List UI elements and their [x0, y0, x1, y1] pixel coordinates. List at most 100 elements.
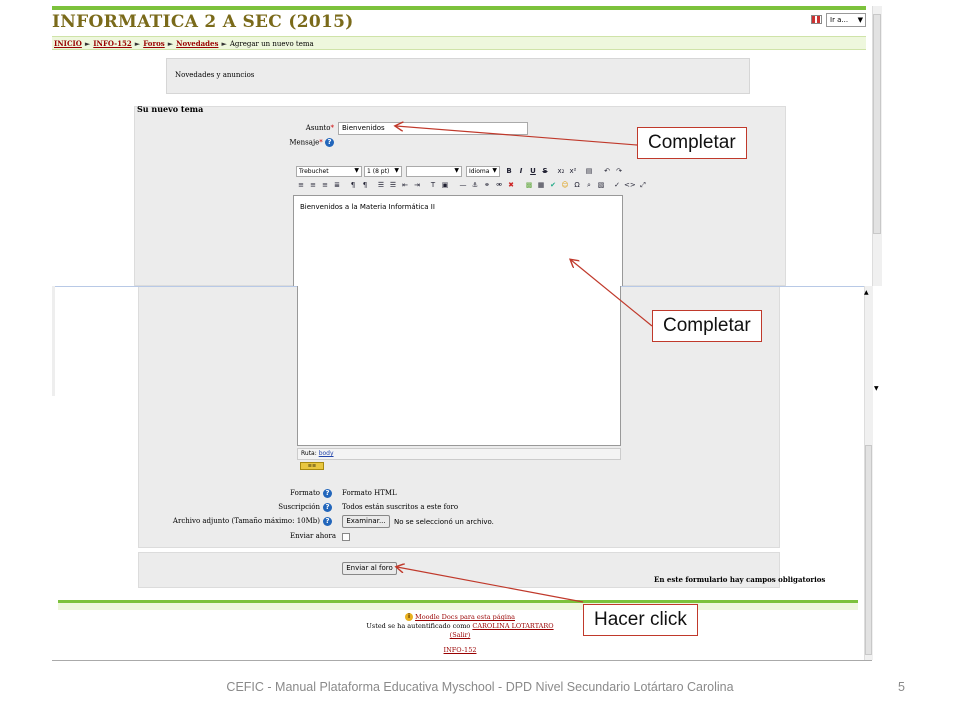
asunto-label-row: Asunto* [270, 124, 334, 132]
nolink-icon[interactable]: ✖ [508, 181, 514, 189]
scrollbar-thumb-lower[interactable] [865, 445, 872, 655]
breadcrumb-current: Agregar un nuevo tema [229, 40, 314, 48]
ruta-body-link[interactable]: body [318, 450, 334, 457]
align-right-icon[interactable]: ≡ [322, 181, 328, 189]
link-icon[interactable]: ⚭ [484, 181, 490, 189]
jump-to-select[interactable]: Ir a... ▼ [826, 13, 866, 27]
help-icon[interactable]: ? [323, 503, 332, 512]
smiley-icon[interactable]: ☺ [561, 181, 569, 189]
logout-row: (Salir) [360, 631, 560, 640]
italic-button[interactable]: I [519, 167, 523, 175]
formato-value: Formato HTML [342, 489, 397, 497]
enviar-ahora-label: Enviar ahora [290, 532, 336, 540]
anchor-icon[interactable]: ⚓ [471, 181, 479, 189]
text-color-icon[interactable]: T [430, 181, 436, 189]
align-justify-icon[interactable]: ≣ [334, 181, 340, 189]
undo-icon[interactable]: ↶ [604, 167, 610, 175]
strikethrough-button[interactable]: S [542, 167, 548, 175]
chevron-down-icon: ▼ [454, 167, 459, 174]
send-now-checkbox[interactable] [342, 533, 350, 541]
chevron-down-icon: ▼ [394, 167, 399, 174]
editor-toolbar: Trebuchet▼ 1 (8 pt) ▼ ▼ Idioma▼ B I U S x… [292, 163, 658, 193]
unlink-icon[interactable]: ⚮ [496, 181, 502, 189]
footer-bar [58, 600, 858, 610]
screenshot-bottom-border [52, 660, 872, 661]
spellcheck-icon[interactable]: ✓ [614, 181, 620, 189]
outdent-icon[interactable]: ⇤ [402, 181, 408, 189]
formato-label: Formato [290, 489, 320, 497]
breadcrumb-link-course[interactable]: INFO-152 [93, 39, 132, 48]
bold-button[interactable]: B [506, 167, 512, 175]
bg-color-icon[interactable]: ▣ [441, 181, 449, 189]
help-icon[interactable]: ? [323, 517, 332, 526]
breadcrumb-link-foros[interactable]: Foros [143, 39, 165, 48]
insert-file-icon[interactable]: ▧ [597, 181, 605, 189]
frame-edge [52, 286, 55, 396]
page-number: 5 [898, 680, 905, 694]
language-select[interactable]: Idioma▼ [466, 166, 500, 177]
scroll-down-icon[interactable]: ▼ [874, 385, 879, 392]
superscript-icon[interactable]: x² [569, 167, 577, 175]
user-link[interactable]: CAROLINA LOTARTARO [472, 622, 554, 630]
footer-info: i Moodle Docs para esta página Usted se … [360, 613, 560, 655]
mensaje-label: Mensaje [289, 138, 320, 147]
rtl-icon[interactable]: ¶ [362, 181, 368, 189]
subscript-icon[interactable]: x₂ [557, 167, 565, 175]
clean-word-icon[interactable]: ▤ [585, 167, 593, 175]
asunto-label: Asunto [305, 124, 331, 132]
ordered-list-icon[interactable]: ☰ [377, 181, 385, 189]
language-flag-icon [811, 15, 822, 24]
scrollbar-thumb[interactable] [873, 14, 881, 234]
image-icon[interactable]: ▩ [525, 181, 533, 189]
callout-completar-asunto: Completar [637, 127, 747, 159]
fullscreen-icon[interactable]: ⤢ [640, 181, 646, 189]
help-icon[interactable]: ? [325, 138, 334, 147]
asunto-input-value: Bienvenidos [342, 124, 385, 132]
jump-to-select-value: Ir a... [830, 16, 849, 24]
indent-icon[interactable]: ⇥ [414, 181, 420, 189]
font-size-select[interactable]: 1 (8 pt) ▼ [364, 166, 402, 177]
logged-in-row: Usted se ha autentificado como CAROLINA … [360, 622, 560, 631]
editor-path-bar: Ruta: body [297, 448, 621, 460]
font-family-select[interactable]: Trebuchet▼ [296, 166, 362, 177]
scroll-up-icon[interactable]: ▲ [864, 289, 869, 296]
align-left-icon[interactable]: ≡ [298, 181, 304, 189]
special-char-icon[interactable]: Ω [574, 181, 580, 189]
breadcrumb-link-inicio[interactable]: INICIO [54, 39, 82, 48]
font-size-value: 1 (8 pt) [367, 168, 390, 175]
chevron-down-icon: ▼ [354, 167, 359, 174]
underline-button[interactable]: U [530, 167, 536, 175]
course-link[interactable]: INFO-152 [443, 646, 477, 654]
callout-hacer-click: Hacer click [583, 604, 698, 636]
help-icon[interactable]: ? [323, 489, 332, 498]
breadcrumb: INICIO►INFO-152►Foros►Novedades►Agregar … [52, 36, 866, 50]
moodle-docs-link[interactable]: Moodle Docs para esta página [415, 613, 516, 621]
callout-completar-mensaje: Completar [652, 310, 762, 342]
message-editor-lower[interactable] [297, 286, 621, 446]
redo-icon[interactable]: ↷ [616, 167, 622, 175]
paragraph-style-select[interactable]: ▼ [406, 166, 462, 177]
table-icon[interactable]: ▦ [537, 181, 545, 189]
course-title: INFORMATICA 2 A SEC (2015) [52, 12, 354, 32]
required-mark: * [330, 124, 335, 132]
asunto-input[interactable]: Bienvenidos [338, 122, 528, 135]
moodle-docs-row: i Moodle Docs para esta página [360, 613, 560, 622]
breadcrumb-link-novedades[interactable]: Novedades [176, 39, 219, 48]
chevron-down-icon: ▼ [857, 16, 863, 24]
horizontal-rule-icon[interactable]: — [459, 181, 467, 189]
editor-resize-button[interactable]: ≡≡ [300, 462, 324, 470]
message-editor[interactable]: Bienvenidos a la Materia Informática II [293, 195, 623, 287]
browse-button[interactable]: Examinar... [342, 515, 390, 528]
slide-footer: CEFIC - Manual Plataforma Educativa Mysc… [226, 680, 734, 694]
unordered-list-icon[interactable]: ☰ [389, 181, 397, 189]
emoticon-chart-icon[interactable]: ✔ [550, 181, 556, 189]
required-mark: * [319, 138, 323, 147]
post-to-forum-button[interactable]: Enviar al foro [342, 562, 397, 575]
logout-link[interactable]: (Salir) [449, 631, 471, 639]
search-replace-icon[interactable]: ⌕ [587, 181, 591, 189]
ltr-icon[interactable]: ¶ [350, 181, 356, 189]
html-source-icon[interactable]: <> [624, 181, 636, 189]
align-center-icon[interactable]: ≡ [310, 181, 316, 189]
adjunto-label: Archivo adjunto (Tamaño máximo: 10Mb) [172, 517, 320, 525]
suscripcion-label: Suscripción [278, 503, 320, 511]
